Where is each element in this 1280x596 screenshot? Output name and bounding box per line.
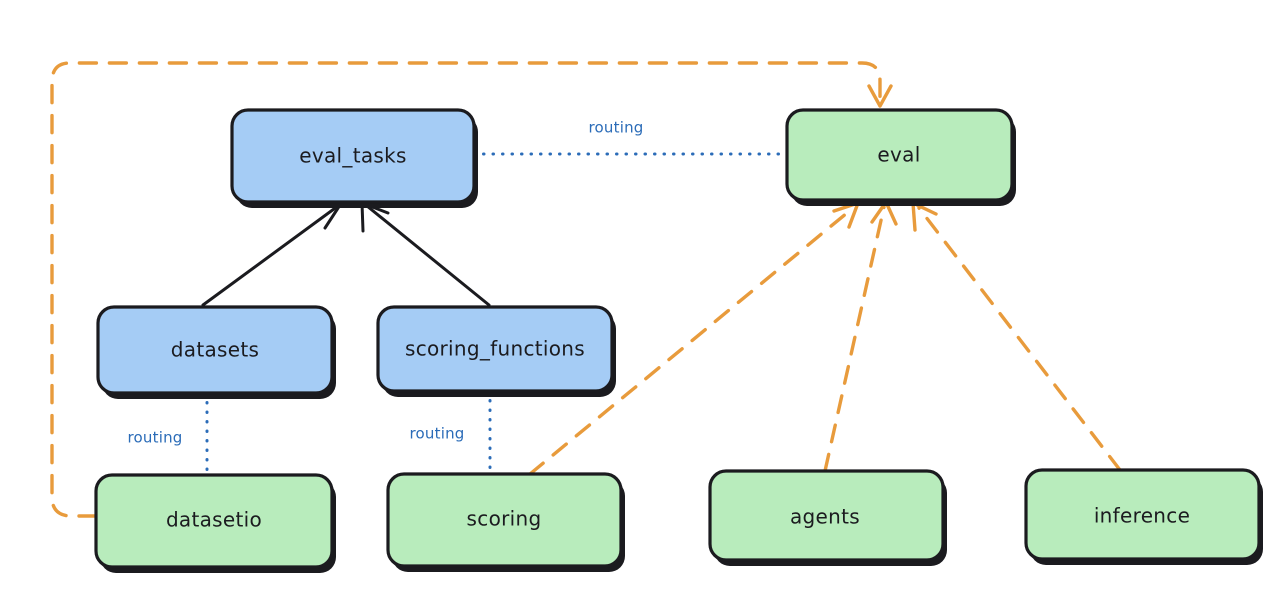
edge-datasetio-to-eval: [50, 61, 893, 518]
edge-agents-to-eval: [823, 200, 898, 473]
node-datasets-box[interactable]: [96, 305, 334, 395]
edge-label-routing-datasetio: routing: [128, 429, 183, 447]
edge-eval_tasks-to-eval: routing: [472, 119, 789, 156]
edge-datasets-to-eval_tasks: [201, 200, 344, 307]
node-agents-label: agents: [790, 505, 860, 529]
node-agents-box[interactable]: [708, 469, 945, 562]
node-scoring_functions-box[interactable]: [376, 305, 614, 393]
node-eval[interactable]: eval: [785, 108, 1016, 206]
node-eval_tasks-box[interactable]: [230, 108, 476, 204]
node-eval-label: eval: [877, 143, 920, 167]
node-datasetio-box[interactable]: [94, 473, 334, 569]
node-inference-label: inference: [1094, 504, 1190, 528]
edge-label-routing-eval: routing: [589, 119, 644, 137]
edge-scoring_functions-to-eval_tasks: [360, 201, 491, 307]
node-scoring_functions-label: scoring_functions: [405, 337, 585, 361]
node-scoring_functions[interactable]: scoring_functions: [376, 305, 616, 397]
edge-datasets-to-datasetio: routing: [128, 391, 209, 477]
edge-inference-to-eval: [911, 201, 1122, 472]
node-datasetio-label: datasetio: [166, 508, 262, 532]
node-eval_tasks[interactable]: eval_tasks: [230, 108, 478, 208]
node-scoring-box[interactable]: [386, 472, 623, 568]
node-agents[interactable]: agents: [708, 469, 947, 566]
node-datasets-label: datasets: [171, 338, 259, 362]
node-inference-box[interactable]: [1024, 468, 1261, 561]
edge-label-routing-scoring: routing: [410, 425, 465, 443]
node-datasetio[interactable]: datasetio: [94, 473, 336, 573]
node-inference[interactable]: inference: [1024, 468, 1263, 565]
edge-scoring_functions-to-scoring: routing: [410, 389, 492, 476]
node-datasets[interactable]: datasets: [96, 305, 336, 399]
node-scoring-label: scoring: [467, 507, 542, 531]
node-scoring[interactable]: scoring: [386, 472, 625, 572]
node-eval_tasks-label: eval_tasks: [299, 144, 406, 168]
node-eval-box[interactable]: [785, 108, 1014, 202]
